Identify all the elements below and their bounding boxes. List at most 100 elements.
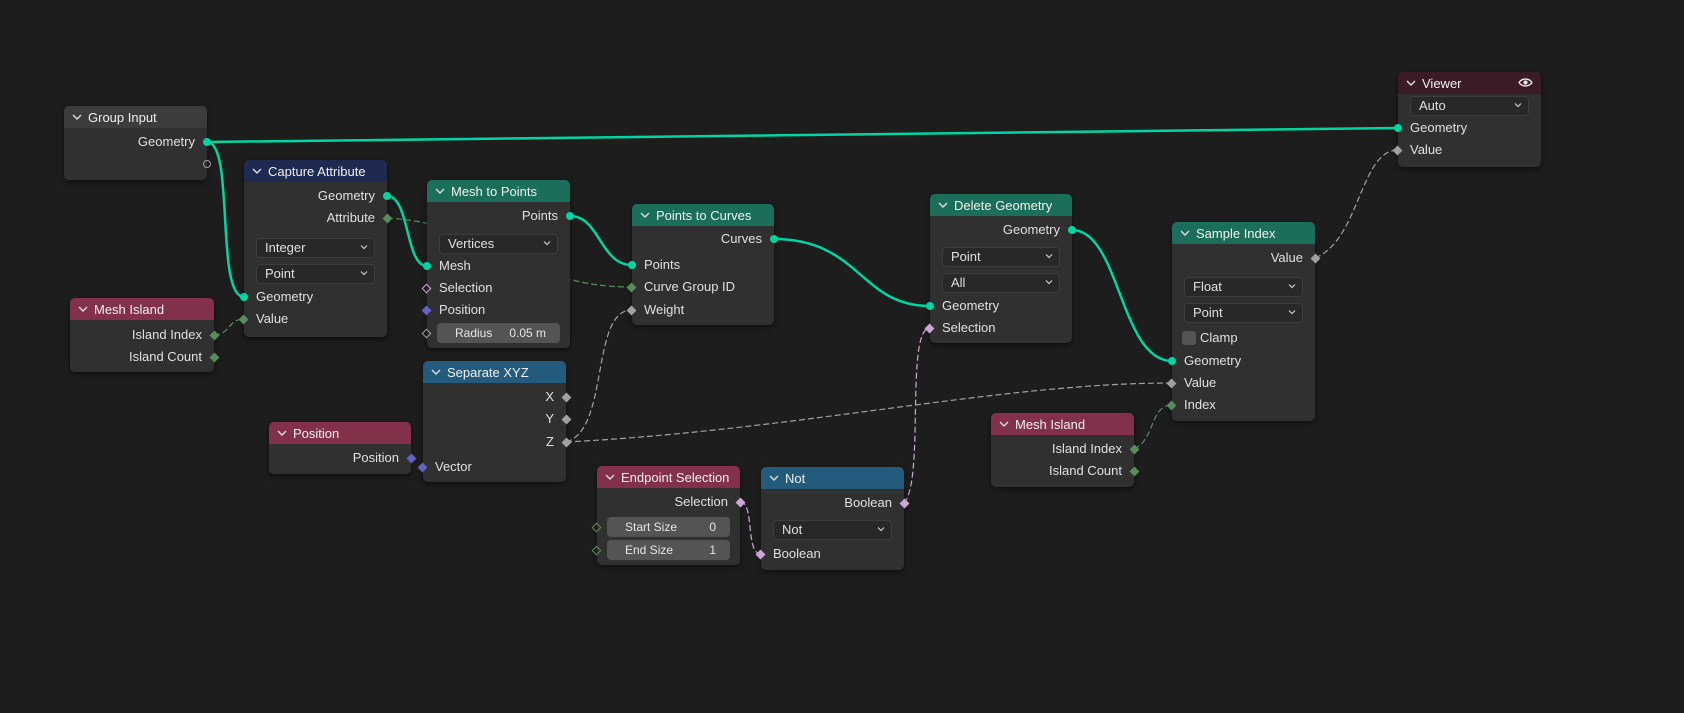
start-size-socket[interactable] — [591, 522, 602, 532]
curves-socket[interactable] — [770, 235, 778, 243]
node-header[interactable]: Sample Index — [1172, 222, 1315, 244]
node-header[interactable]: Mesh Island — [991, 413, 1134, 435]
radius-socket[interactable] — [421, 328, 432, 338]
node-header[interactable]: Capture Attribute — [244, 160, 387, 182]
island-count-socket[interactable] — [209, 352, 220, 362]
end-size-socket[interactable] — [591, 545, 602, 555]
points-socket[interactable] — [566, 212, 574, 220]
node-header[interactable]: Viewer — [1398, 72, 1541, 94]
chevron-down-icon[interactable] — [999, 419, 1009, 429]
node-capture-attribute[interactable]: Capture Attribute Geometry Attribute Int… — [238, 160, 393, 337]
weight-socket[interactable] — [626, 305, 637, 315]
value-socket[interactable] — [1166, 378, 1177, 388]
node-endpoint-selection[interactable]: Endpoint Selection Selection Start Size … — [591, 466, 746, 565]
y-socket[interactable] — [561, 414, 572, 424]
chevron-down-icon[interactable] — [1406, 78, 1416, 88]
domain-dropdown[interactable]: Point — [1184, 303, 1303, 323]
value-socket[interactable] — [1392, 145, 1403, 155]
start-size-field[interactable]: Start Size 0 — [607, 517, 730, 537]
chevron-down-icon[interactable] — [938, 200, 948, 210]
boolean-socket[interactable] — [755, 549, 766, 559]
output-geometry: Geometry — [244, 185, 391, 207]
chevron-down-icon[interactable] — [431, 367, 441, 377]
index-socket[interactable] — [1166, 400, 1177, 410]
geometry-socket[interactable] — [1068, 226, 1076, 234]
domain-dropdown[interactable]: Point — [942, 247, 1060, 267]
node-title: Group Input — [88, 109, 157, 125]
boolean-socket[interactable] — [899, 498, 910, 508]
field-value: 1 — [709, 543, 716, 557]
geometry-socket[interactable] — [240, 293, 248, 301]
chevron-down-icon[interactable] — [277, 428, 287, 438]
chevron-down-icon[interactable] — [605, 472, 615, 482]
x-socket[interactable] — [561, 392, 572, 402]
domain-dropdown[interactable]: Auto — [1410, 96, 1529, 116]
vector-socket[interactable] — [417, 462, 428, 472]
points-socket[interactable] — [628, 261, 636, 269]
geometry-socket[interactable] — [926, 302, 934, 310]
curve-group-id-socket[interactable] — [626, 282, 637, 292]
link-groupinput-viewer — [206, 126, 1399, 144]
input-value: Value — [1166, 372, 1315, 394]
island-count-socket[interactable] — [1129, 466, 1140, 476]
chevron-down-icon[interactable] — [252, 166, 262, 176]
mesh-socket[interactable] — [423, 262, 431, 270]
node-position[interactable]: Position Position — [269, 422, 417, 474]
dropdown-value: Auto — [1419, 98, 1446, 113]
node-sample-index[interactable]: Sample Index Value Float Point Clamp Geo… — [1166, 222, 1321, 421]
node-header[interactable]: Mesh to Points — [427, 180, 570, 202]
output-z: Z — [423, 431, 572, 453]
z-socket[interactable] — [561, 437, 572, 447]
mode-dropdown[interactable]: All — [942, 273, 1060, 293]
data-type-dropdown[interactable]: Float — [1184, 277, 1303, 297]
node-header[interactable]: Position — [269, 422, 411, 444]
selection-socket[interactable] — [924, 323, 935, 333]
attribute-socket[interactable] — [382, 213, 393, 223]
end-size-field[interactable]: End Size 1 — [607, 540, 730, 560]
position-socket[interactable] — [406, 453, 417, 463]
radius-field[interactable]: Radius 0.05 m — [437, 323, 560, 343]
geometry-socket[interactable] — [1394, 124, 1402, 132]
node-mesh-to-points[interactable]: Mesh to Points Points Vertices Mesh Sele… — [421, 180, 574, 348]
mode-dropdown[interactable]: Vertices — [439, 234, 558, 254]
operation-dropdown[interactable]: Not — [773, 520, 892, 540]
node-viewer[interactable]: Viewer Auto Geometry Value — [1392, 72, 1541, 167]
node-header[interactable]: Endpoint Selection — [597, 466, 740, 488]
clamp-checkbox[interactable] — [1182, 331, 1196, 345]
node-mesh-island[interactable]: Mesh Island Island Index Island Count — [991, 413, 1140, 487]
value-socket[interactable] — [238, 314, 249, 324]
node-header[interactable]: Points to Curves — [632, 204, 774, 226]
chevron-down-icon[interactable] — [435, 186, 445, 196]
node-header[interactable]: Mesh Island — [70, 298, 214, 320]
node-not[interactable]: Not Boolean Not Boolean — [755, 467, 910, 570]
data-type-dropdown[interactable]: Integer — [256, 238, 375, 258]
node-header[interactable]: Delete Geometry — [930, 194, 1072, 216]
chevron-down-icon[interactable] — [640, 210, 650, 220]
chevron-down-icon[interactable] — [72, 112, 82, 122]
socket-label: Island Index — [131, 327, 202, 342]
domain-dropdown[interactable]: Point — [256, 264, 375, 284]
value-socket[interactable] — [1310, 253, 1321, 263]
geometry-socket[interactable] — [383, 192, 391, 200]
eye-icon[interactable] — [1518, 77, 1533, 88]
node-group-input[interactable]: Group Input Geometry — [64, 106, 211, 180]
node-header[interactable]: Group Input — [64, 106, 207, 128]
geometry-socket[interactable] — [203, 138, 211, 146]
chevron-down-icon[interactable] — [769, 473, 779, 483]
island-index-socket[interactable] — [1129, 444, 1140, 454]
node-header[interactable]: Not — [761, 467, 904, 489]
chevron-down-icon — [877, 527, 885, 532]
empty-socket[interactable] — [203, 160, 211, 168]
selection-socket[interactable] — [735, 497, 746, 507]
island-index-socket[interactable] — [209, 330, 220, 340]
node-points-to-curves[interactable]: Points to Curves Curves Points Curve Gro… — [626, 204, 778, 325]
geometry-socket[interactable] — [1168, 357, 1176, 365]
chevron-down-icon[interactable] — [1180, 228, 1190, 238]
node-separate-xyz[interactable]: Separate XYZ X Y Z Vector — [417, 361, 572, 482]
position-socket[interactable] — [421, 305, 432, 315]
node-delete-geometry[interactable]: Delete Geometry Geometry Point All Geome… — [924, 194, 1076, 343]
node-mesh-island[interactable]: Mesh Island Island Index Island Count — [70, 298, 220, 372]
selection-socket[interactable] — [421, 283, 432, 293]
chevron-down-icon[interactable] — [78, 304, 88, 314]
node-header[interactable]: Separate XYZ — [423, 361, 566, 383]
